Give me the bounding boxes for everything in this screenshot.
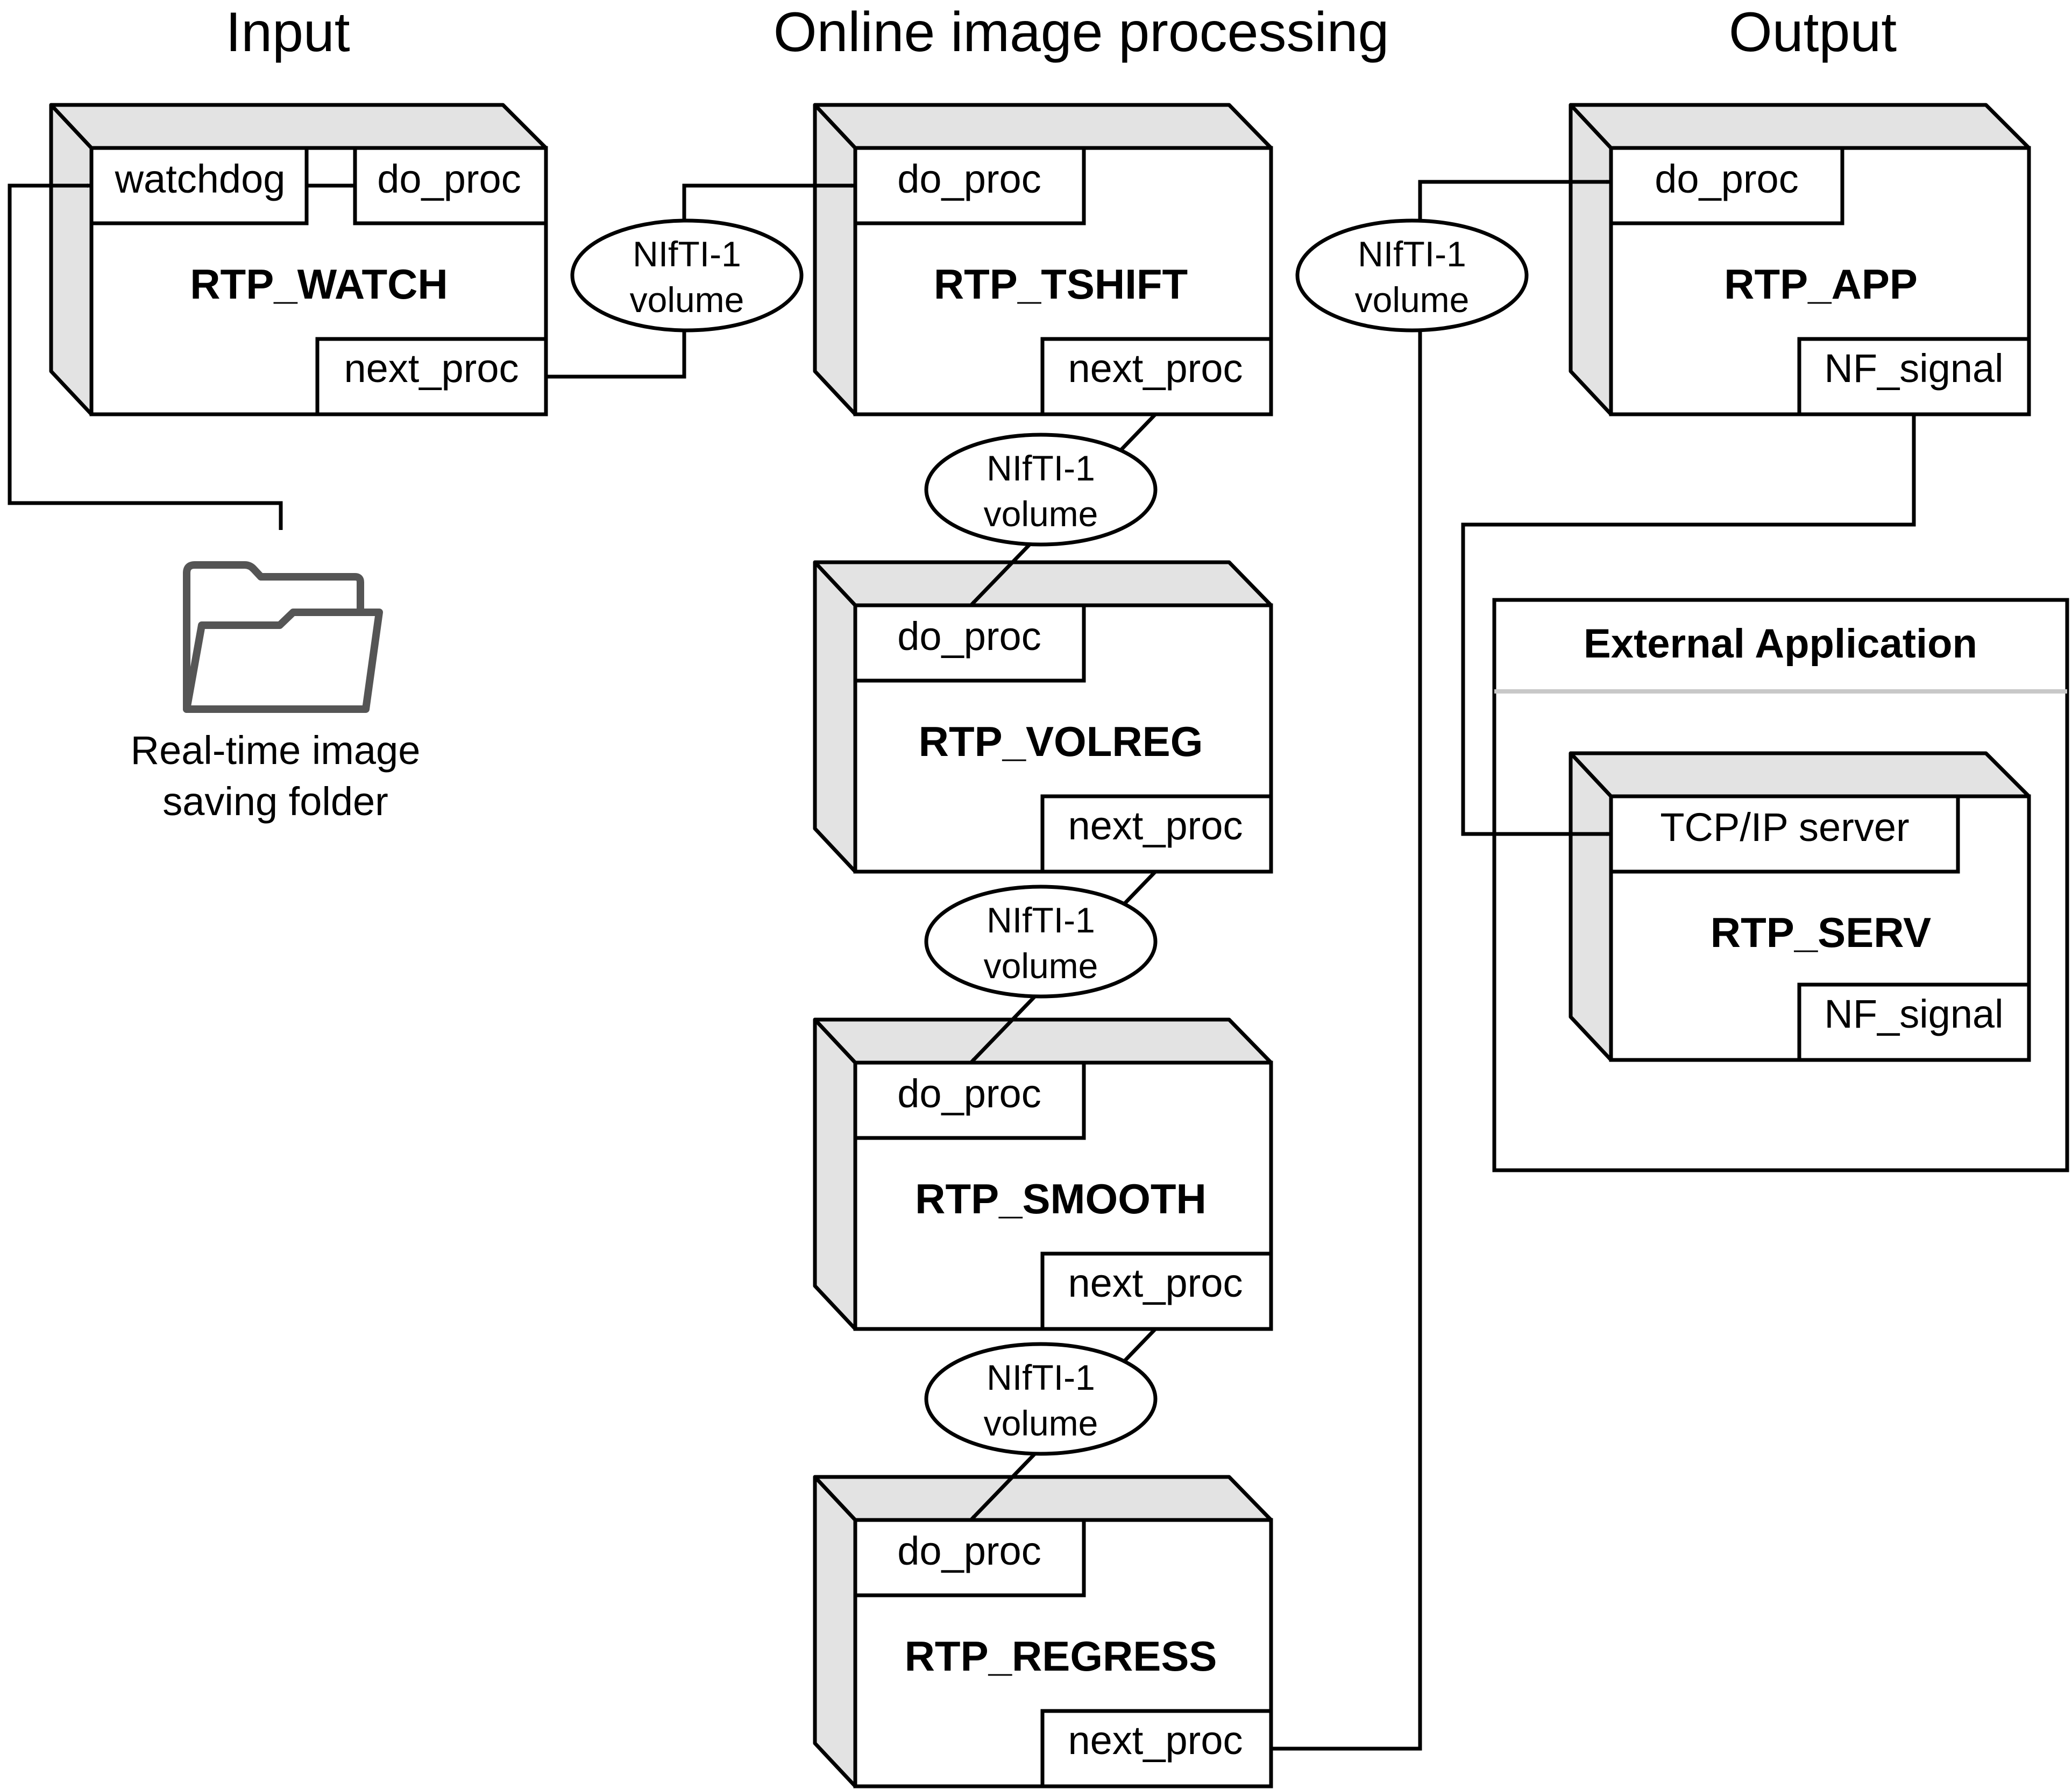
- port-do-proc-label: do_proc: [377, 157, 521, 201]
- port-do-proc-label: do_proc: [897, 614, 1041, 659]
- port-watchdog: [89, 146, 309, 225]
- folder-icon: [183, 561, 383, 713]
- port-next-proc-label: next_proc: [344, 346, 519, 391]
- svg-text:NIfTI-1: NIfTI-1: [1358, 234, 1466, 274]
- port-tcp-ip-server-label: TCP/IP server: [1660, 805, 1909, 850]
- module-rtp-app: do_proc RTP_APP NF_signal: [1569, 103, 2031, 416]
- module-title: RTP_VOLREG: [919, 718, 1203, 765]
- port-do-proc: [1609, 146, 1844, 225]
- port-nf-signal: [1797, 982, 2031, 1062]
- svg-text:NIfTI-1: NIfTI-1: [987, 1357, 1095, 1397]
- heading-input: Input: [225, 1, 350, 63]
- volume-label-smooth-regress: NIfTI-1 volume: [924, 1342, 1158, 1456]
- volume-label-watch-tshift: NIfTI-1 volume: [570, 218, 804, 333]
- heading-output: Output: [1729, 1, 1897, 63]
- port-nf-signal-label: NF_signal: [1824, 346, 2003, 391]
- port-next-proc-label: next_proc: [1068, 346, 1243, 391]
- module-rtp-regress: do_proc RTP_REGRESS next_proc: [813, 1475, 1273, 1788]
- folder-caption-line1: Real-time image: [131, 728, 421, 773]
- svg-text:volume: volume: [984, 494, 1098, 534]
- port-do-proc-label: do_proc: [897, 1071, 1041, 1116]
- port-do-proc-label: do_proc: [1655, 157, 1798, 201]
- module-title: RTP_SERV: [1711, 909, 1931, 956]
- module-title: RTP_APP: [1724, 260, 1918, 308]
- module-title: RTP_REGRESS: [905, 1632, 1217, 1680]
- port-next-proc-label: next_proc: [1068, 1718, 1243, 1763]
- svg-text:NIfTI-1: NIfTI-1: [987, 900, 1095, 940]
- svg-text:volume: volume: [1355, 280, 1470, 320]
- port-do-proc: [353, 146, 548, 225]
- module-rtp-watch: watchdog do_proc RTP_WATCH next_proc: [49, 103, 548, 416]
- port-next-proc: [1040, 337, 1273, 416]
- module-title: RTP_TSHIFT: [934, 260, 1188, 308]
- module-rtp-serv: TCP/IP server RTP_SERV NF_signal: [1569, 751, 2031, 1062]
- svg-text:volume: volume: [630, 280, 744, 320]
- connector-folder-to-watchdog: [8, 183, 283, 530]
- port-next-proc-label: next_proc: [1068, 803, 1243, 848]
- folder-caption-line2: saving folder: [162, 779, 388, 824]
- port-next-proc: [1040, 1709, 1273, 1788]
- port-next-proc: [1040, 1251, 1273, 1331]
- module-rtp-tshift: do_proc RTP_TSHIFT next_proc: [813, 103, 1273, 416]
- port-nf-signal: [1797, 337, 2031, 416]
- svg-text:volume: volume: [984, 1403, 1098, 1443]
- svg-text:volume: volume: [984, 946, 1098, 986]
- module-rtp-smooth: do_proc RTP_SMOOTH next_proc: [813, 1017, 1273, 1331]
- port-do-proc: [853, 1060, 1086, 1140]
- module-rtp-volreg: do_proc RTP_VOLREG next_proc: [813, 560, 1273, 874]
- port-watchdog-label: watchdog: [115, 157, 286, 201]
- port-next-proc-label: next_proc: [1068, 1261, 1243, 1305]
- module-title: RTP_SMOOTH: [915, 1175, 1207, 1222]
- port-next-proc: [1040, 794, 1273, 874]
- volume-label-tshift-volreg: NIfTI-1 volume: [924, 433, 1158, 547]
- external-application-title: External Application: [1584, 621, 1977, 667]
- port-do-proc-label: do_proc: [897, 157, 1041, 201]
- svg-text:NIfTI-1: NIfTI-1: [633, 234, 741, 274]
- volume-label-regress-app: NIfTI-1 volume: [1295, 218, 1529, 333]
- port-nf-signal-label: NF_signal: [1824, 992, 2003, 1036]
- connector-app-to-serv: [1461, 414, 1916, 836]
- port-do-proc: [853, 603, 1086, 683]
- svg-text:NIfTI-1: NIfTI-1: [987, 448, 1095, 488]
- heading-online-processing: Online image processing: [774, 1, 1389, 63]
- module-title: RTP_WATCH: [190, 260, 448, 308]
- port-do-proc: [853, 1518, 1086, 1597]
- port-do-proc-label: do_proc: [897, 1529, 1041, 1573]
- volume-label-volreg-smooth: NIfTI-1 volume: [924, 885, 1158, 999]
- connector-regress-to-app: [1271, 180, 1611, 1751]
